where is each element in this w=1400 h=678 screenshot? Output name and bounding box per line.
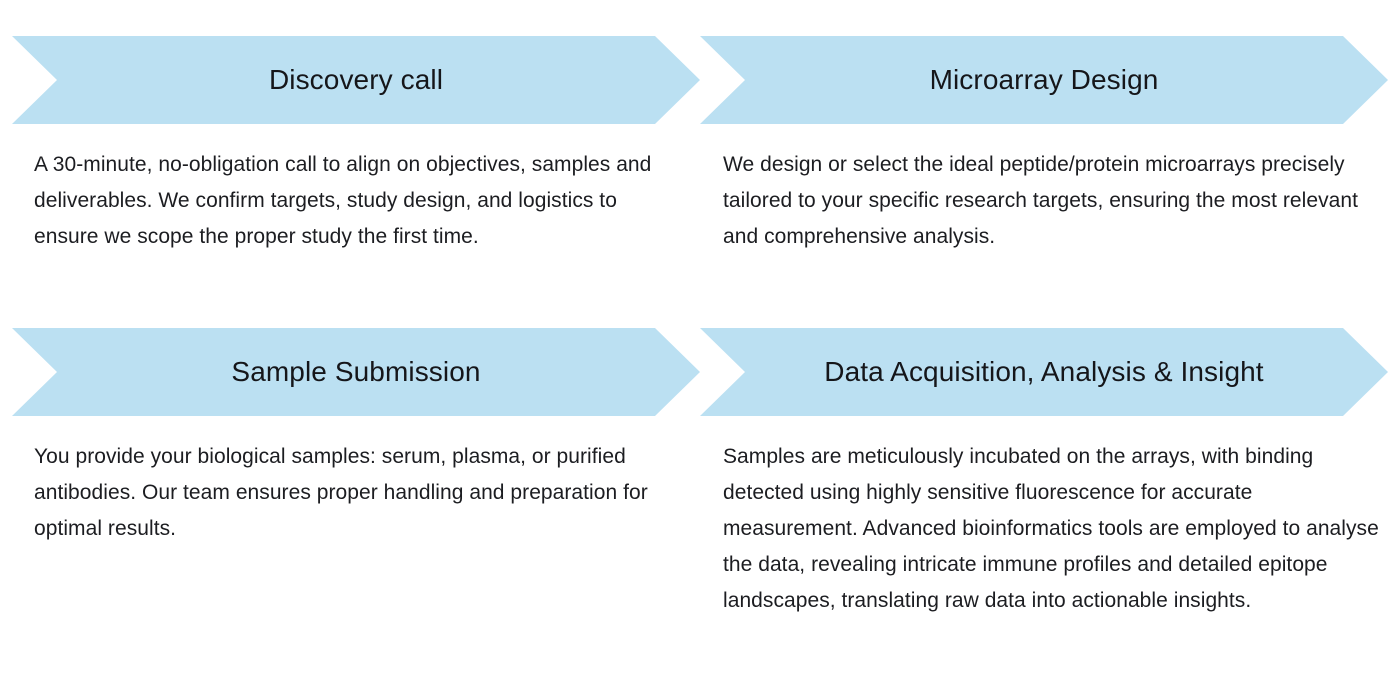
step-description-3: You provide your biological samples: ser… <box>34 445 648 540</box>
process-step-microarray-design: Microarray Design We design or select th… <box>700 36 1400 255</box>
step-description-2: We design or select the ideal peptide/pr… <box>723 153 1358 248</box>
process-row-bottom: Sample Submission You provide your biolo… <box>0 328 1400 619</box>
process-step-sample-submission: Sample Submission You provide your biolo… <box>0 328 700 619</box>
step-banner-chevron-2: Microarray Design <box>700 36 1388 124</box>
step-title-4: Data Acquisition, Analysis & Insight <box>824 356 1264 388</box>
step-description-1: A 30-minute, no-obligation call to align… <box>34 153 652 248</box>
process-step-data-acquisition: Data Acquisition, Analysis & Insight Sam… <box>700 328 1400 619</box>
step-title-3: Sample Submission <box>231 356 481 388</box>
step-description-4: Samples are meticulously incubated on th… <box>723 445 1379 612</box>
step-title-1: Discovery call <box>268 64 444 96</box>
process-row-top: Discovery call A 30-minute, no-obligatio… <box>0 36 1400 255</box>
step-banner-chevron-4: Data Acquisition, Analysis & Insight <box>700 328 1388 416</box>
step-banner-chevron-3: Sample Submission <box>12 328 700 416</box>
process-step-discovery-call: Discovery call A 30-minute, no-obligatio… <box>0 36 700 255</box>
step-title-2: Microarray Design <box>929 64 1159 96</box>
step-banner-chevron-1: Discovery call <box>12 36 700 124</box>
